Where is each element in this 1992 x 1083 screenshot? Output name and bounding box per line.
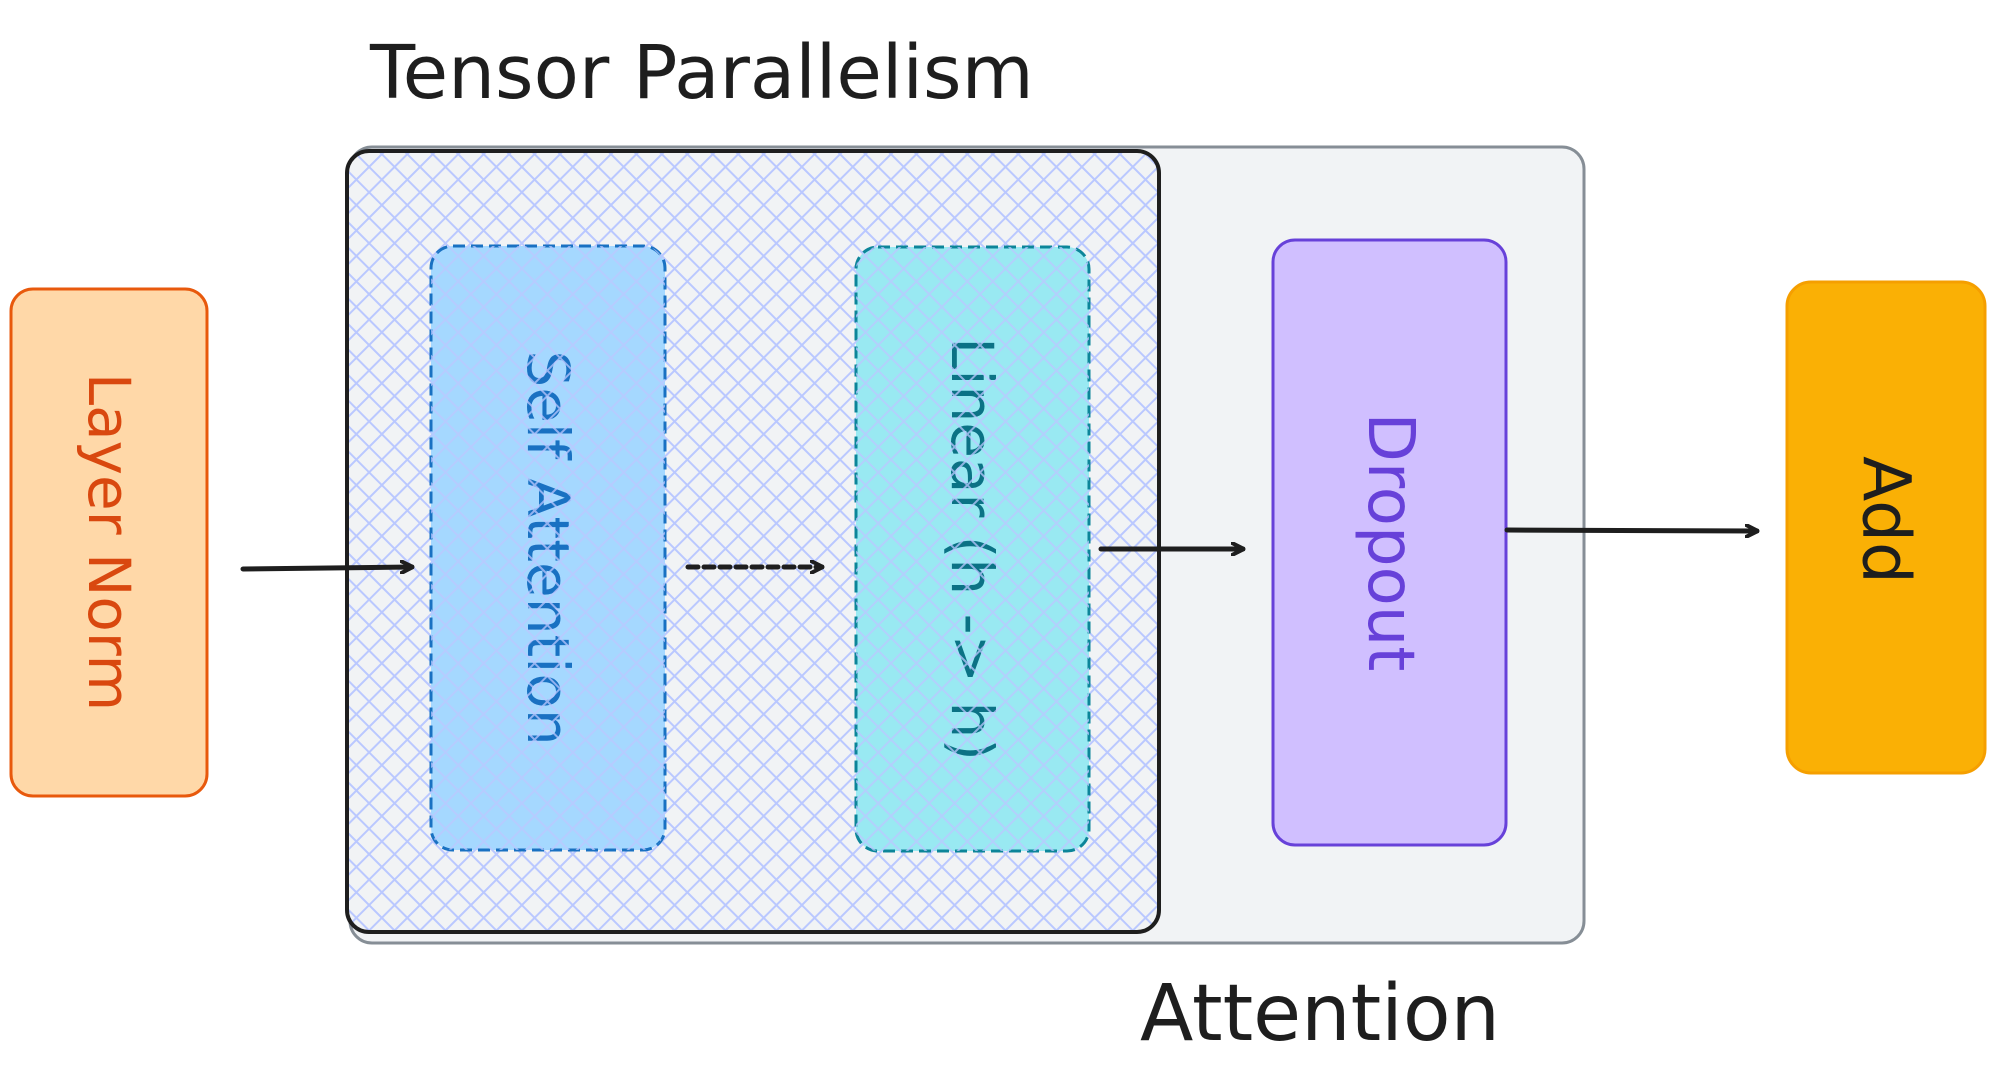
dropout-box[interactable] — [1271, 238, 1508, 847]
self-attention-node[interactable]: Self Attention — [429, 244, 667, 852]
add-label: Add — [1848, 456, 1925, 584]
linear-node[interactable]: Linear (h -> h) — [854, 245, 1091, 853]
add-box[interactable] — [1785, 280, 1987, 775]
layer-norm-box[interactable] — [9, 287, 209, 798]
dropout-node[interactable]: Dropout — [1271, 238, 1508, 847]
arrow-layernorm-to-selfattention[interactable] — [240, 567, 415, 569]
self-attention-hatch-overlay — [431, 246, 665, 850]
arrow-dropout-to-add[interactable] — [1504, 530, 1760, 531]
add-node[interactable]: Add — [1785, 280, 1987, 775]
layer-norm-label: Layer Norm — [75, 373, 143, 711]
layer-norm-node[interactable]: Layer Norm — [9, 287, 209, 798]
dropout-label: Dropout — [1353, 413, 1427, 672]
attention-group-label: Attention — [1140, 969, 1500, 1059]
diagram-title: Tensor Parallelism — [369, 30, 1034, 116]
linear-hatch-overlay — [856, 247, 1089, 851]
